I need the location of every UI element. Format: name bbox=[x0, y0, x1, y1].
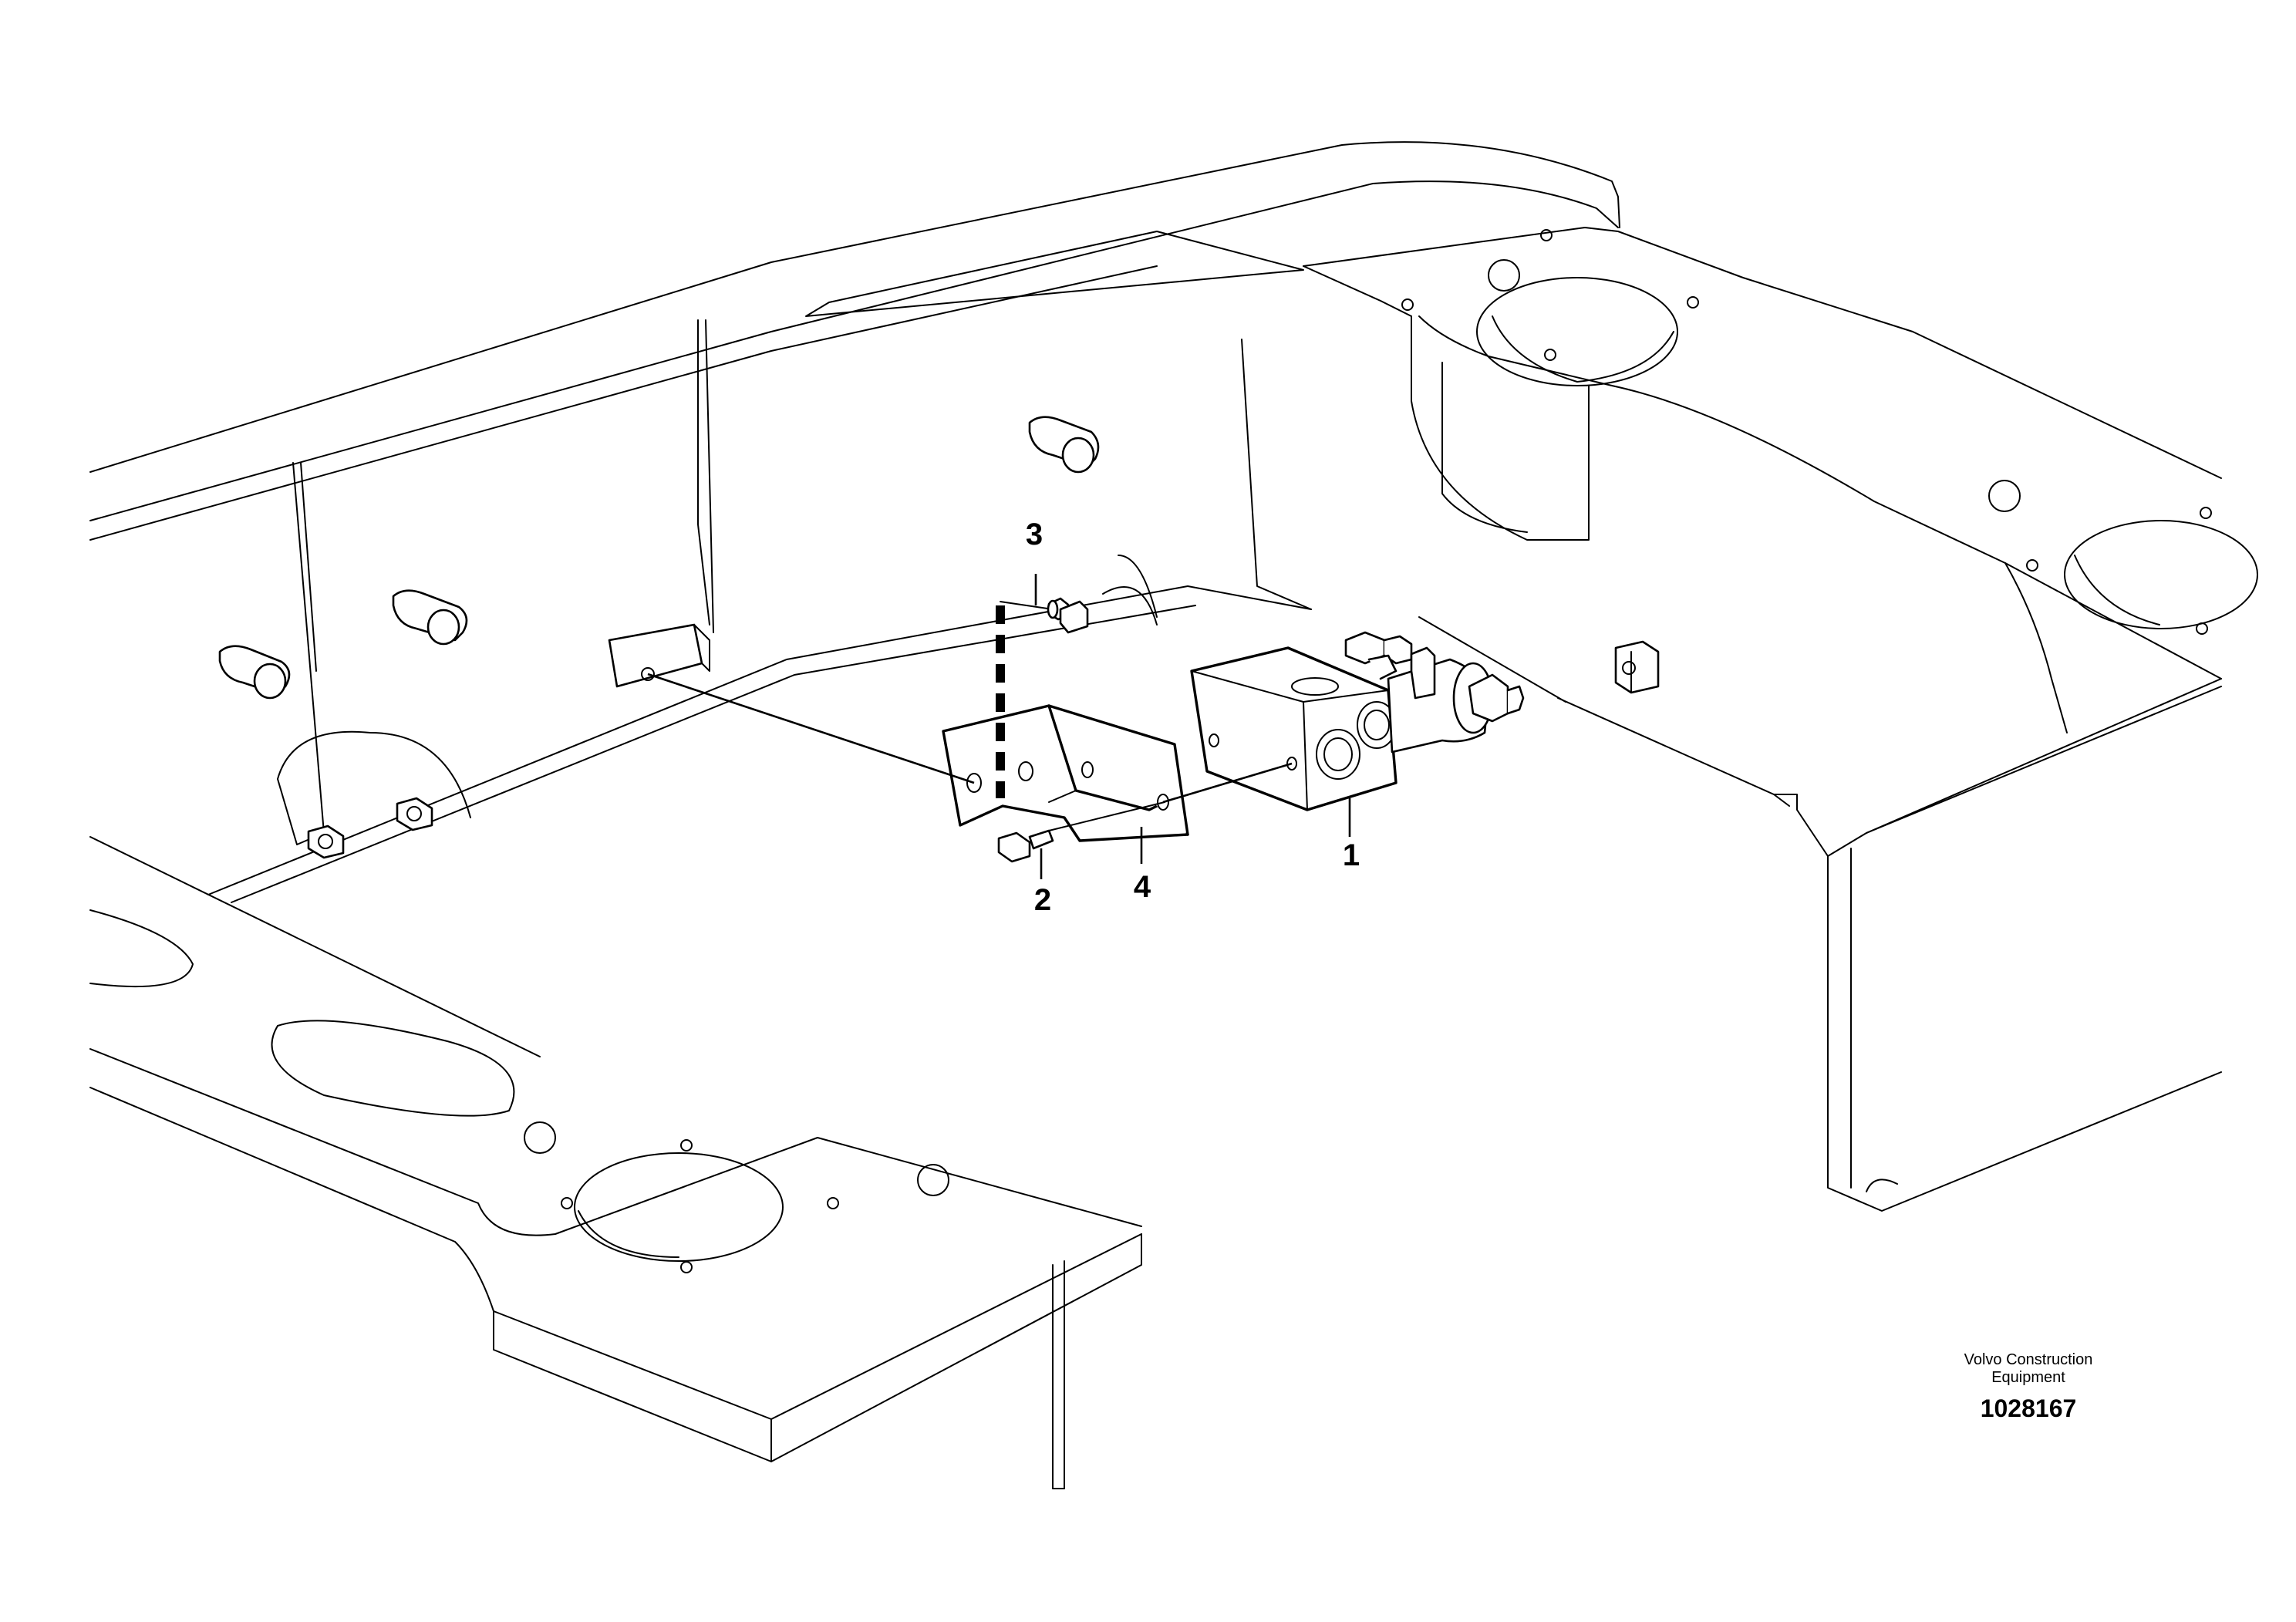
frame-right-box bbox=[1557, 678, 2222, 1212]
frame-rear-rail bbox=[89, 141, 1620, 541]
frame-bosses bbox=[218, 416, 1660, 859]
callout-4: 4 bbox=[1134, 870, 1151, 904]
callout-2: 2 bbox=[1034, 883, 1051, 917]
credit-line-1: Volvo Construction bbox=[1964, 1351, 2093, 1368]
valve-part-1 bbox=[1190, 631, 1525, 811]
callout-3: 3 bbox=[1026, 518, 1043, 551]
bracket-part-4 bbox=[942, 704, 1189, 842]
frame-left-plate bbox=[89, 836, 1142, 1489]
callout-1: 1 bbox=[1343, 838, 1360, 872]
credit-line-2: Equipment bbox=[1991, 1369, 2065, 1386]
frame-right-plate bbox=[1303, 227, 2258, 733]
bolt-part-3 bbox=[996, 597, 1089, 798]
publisher-credit: Volvo Construction Equipment 1028167 bbox=[1913, 1351, 2144, 1423]
bolt-part-2 bbox=[997, 801, 1165, 863]
figure-number: 1028167 bbox=[1980, 1394, 2077, 1422]
assembly-lines bbox=[647, 574, 1351, 879]
